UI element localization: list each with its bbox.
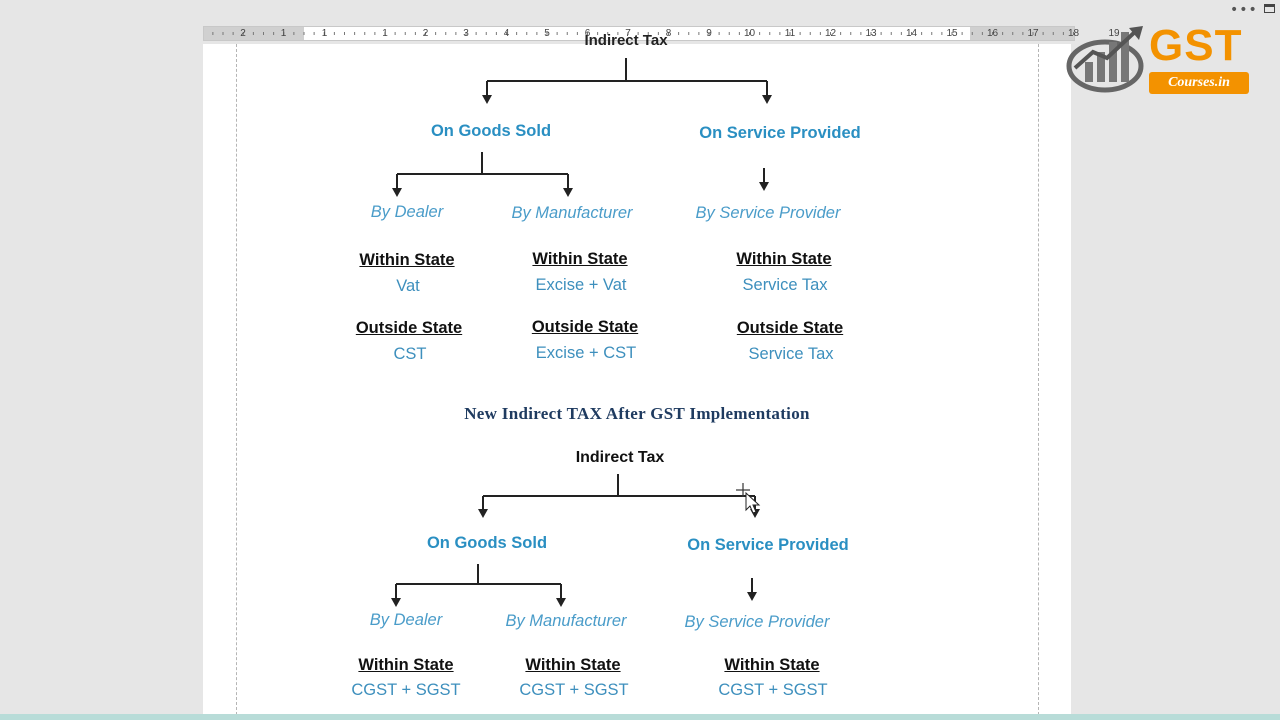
goods-sold-node: On Goods Sold: [430, 122, 552, 140]
manufacturer-within-state-label: Within State: [532, 250, 628, 268]
cut-off-title: Indirect Tax: [584, 32, 668, 49]
ruler-number: 19: [1108, 28, 1120, 39]
by-manufacturer-node-2: By Manufacturer: [505, 612, 627, 630]
move-cursor-icon: [736, 483, 761, 514]
tree-connectors: [391, 58, 772, 607]
by-service-provider-node-2: By Service Provider: [684, 613, 830, 631]
manufacturer-outside-state-label: Outside State: [531, 318, 639, 336]
by-dealer-node-2: By Dealer: [369, 611, 443, 629]
dealer-within-state-label: Within State: [359, 251, 455, 269]
dealer-outside-state-label: Outside State: [355, 319, 463, 337]
logo-chart-icon: [1066, 26, 1144, 93]
dealer-within-state-label-2: Within State: [358, 656, 454, 674]
service-provided-node: On Service Provided: [699, 124, 861, 142]
ruler-number: 13: [865, 28, 877, 39]
dealer-within-tax: Vat: [396, 277, 420, 295]
ruler-number: 16: [986, 28, 999, 39]
service-outside-tax: Service Tax: [748, 345, 834, 363]
service-within-gst: CGST + SGST: [718, 681, 828, 699]
ruler-number: 3: [463, 28, 469, 39]
ruler-number: 1: [280, 28, 287, 39]
ruler-number: 17: [1027, 28, 1039, 39]
restore-window-icon[interactable]: [1264, 4, 1275, 13]
by-dealer-node: By Dealer: [370, 203, 444, 221]
status-bar: [0, 714, 1280, 720]
logo-sub-text: Courses.in: [1149, 72, 1249, 94]
indirect-tax-root: Indirect Tax: [575, 449, 665, 466]
ruler-number: 2: [240, 28, 246, 39]
manufacturer-within-tax: Excise + Vat: [535, 276, 627, 294]
ruler-number: 9: [706, 28, 712, 39]
goods-sold-node-2: On Goods Sold: [426, 534, 548, 552]
gst-courses-logo: GST Courses.in: [1063, 22, 1253, 98]
left-margin-guide: [236, 44, 237, 720]
ruler-number: 11: [784, 28, 796, 39]
manufacturer-within-gst: CGST + SGST: [519, 681, 629, 699]
manufacturer-within-state-label-2: Within State: [525, 656, 621, 674]
ruler-number: 5: [544, 28, 550, 39]
ruler-number: 6: [584, 28, 591, 39]
ruler-number: 15: [946, 28, 958, 39]
ruler-ticks: [212, 32, 1074, 35]
ruler-number: 8: [665, 28, 672, 39]
service-within-tax: Service Tax: [742, 276, 828, 294]
title-bar: •••: [0, 0, 1280, 22]
service-within-state-label-2: Within State: [724, 656, 820, 674]
by-manufacturer-node: By Manufacturer: [511, 204, 633, 222]
ruler-number: 1: [321, 28, 328, 39]
manufacturer-outside-tax: Excise + CST: [535, 344, 637, 362]
more-options-icon[interactable]: •••: [1230, 2, 1258, 18]
ruler-number: 14: [905, 28, 918, 39]
ruler-number: 12: [824, 28, 837, 39]
ruler-number: 10: [743, 28, 756, 39]
by-service-provider-node: By Service Provider: [695, 204, 841, 222]
ruler-number: 7: [625, 28, 631, 39]
dealer-within-gst: CGST + SGST: [351, 681, 461, 699]
ruler-number: 4: [503, 28, 510, 39]
ruler-right-margin: [970, 27, 1074, 40]
logo-brand-text: GST: [1149, 21, 1243, 70]
ruler-left-margin: [204, 27, 304, 40]
right-margin-guide: [1038, 44, 1039, 720]
ruler-number: 1: [382, 28, 388, 39]
ruler-number: 18: [1067, 28, 1080, 39]
service-outside-state-label: Outside State: [736, 319, 844, 337]
ruler-number: 2: [422, 28, 429, 39]
gst-section-heading: New Indirect TAX After GST Implementatio…: [464, 404, 810, 423]
service-provided-node-2: On Service Provided: [687, 536, 849, 554]
service-within-state-label: Within State: [736, 250, 832, 268]
dealer-outside-tax: CST: [393, 345, 427, 363]
document-page[interactable]: Indirect Tax On Goods Sold On Service Pr…: [203, 32, 1071, 720]
